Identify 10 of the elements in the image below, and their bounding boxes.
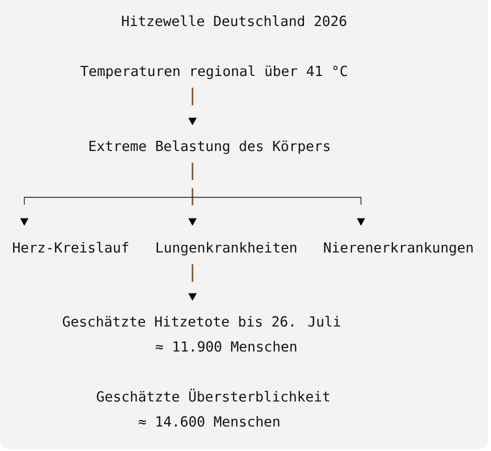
step-label: Geschätzte Hitzetote bis 26. Juli	[62, 316, 340, 327]
note-text: Geschätzte Übersterblichkeit	[96, 388, 330, 402]
note-text: ≈ 14.600 Menschen	[138, 416, 280, 427]
title: Hitzewelle Deutschland 2026	[122, 15, 346, 26]
step-label: Lungenkrankheiten	[156, 242, 296, 256]
step-label: Herz-Kreislauf	[13, 242, 128, 253]
step-label: Temperaturen regional über 41 °C	[80, 65, 347, 79]
step-label: Nierenerkrankungen	[324, 242, 473, 256]
step-label: Extreme Belastung des Körpers	[90, 140, 330, 154]
step-label: ≈ 11.900 Menschen	[156, 340, 296, 352]
